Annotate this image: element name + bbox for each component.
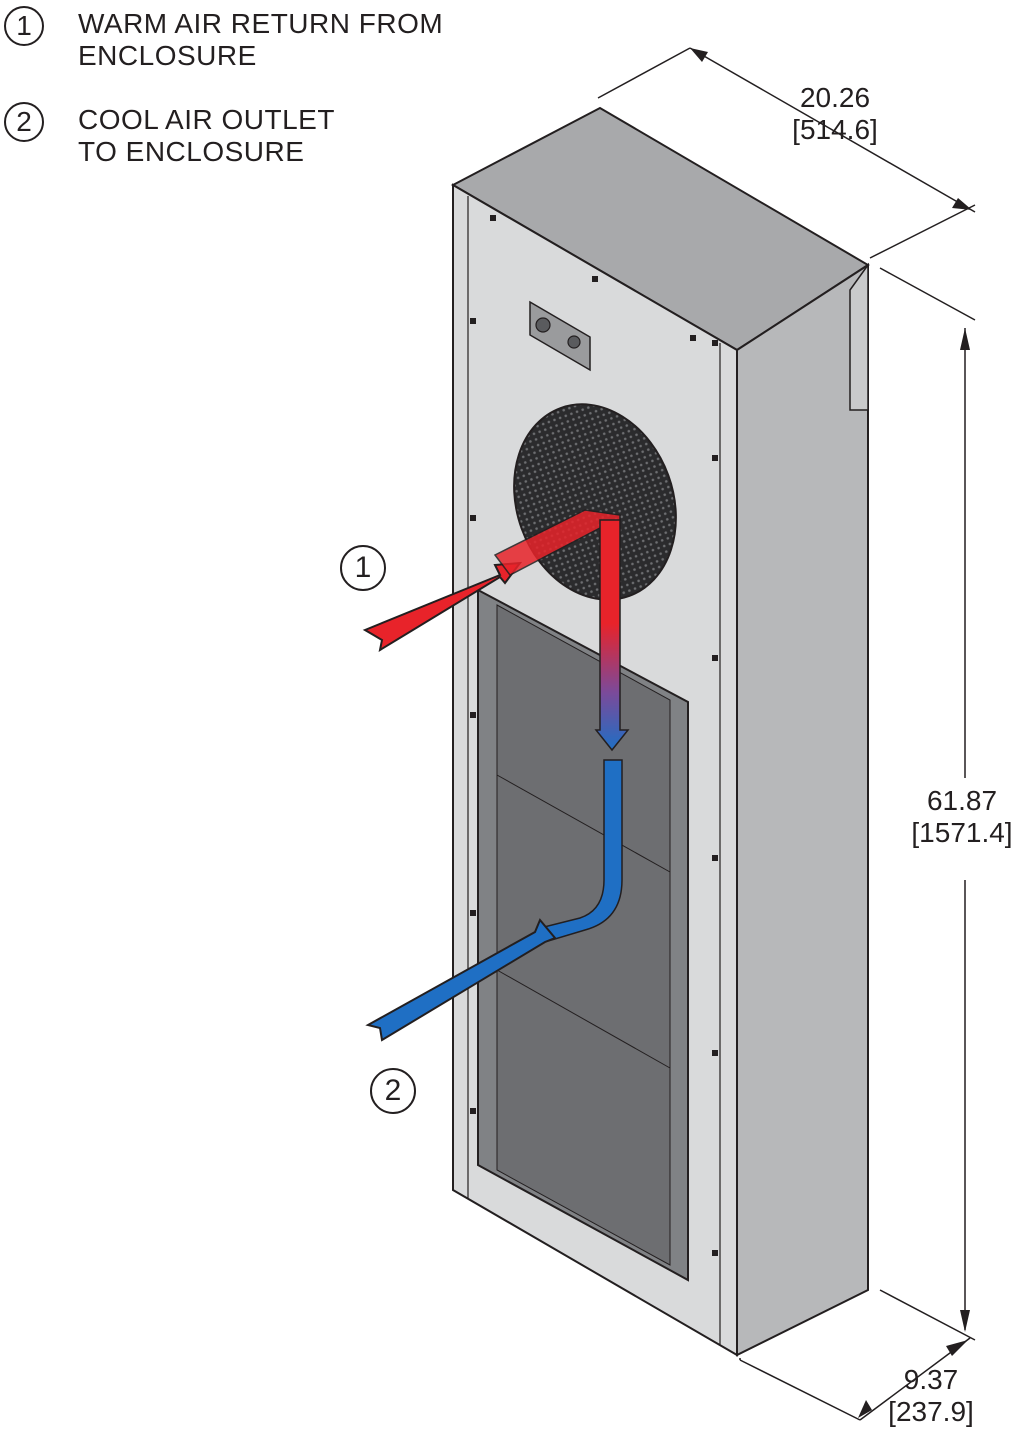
width-mm: [514.6] — [792, 114, 878, 145]
height-dimension: 61.87 [1571.4] — [900, 785, 1024, 849]
control-knob — [535, 317, 551, 333]
dimension-lines — [597, 47, 976, 1421]
depth-mm: [237.9] — [888, 1396, 974, 1427]
depth-inches: 9.37 — [903, 1364, 959, 1395]
width-inches: 20.26 — [799, 82, 871, 113]
width-dimension: 20.26 [514.6] — [780, 82, 890, 146]
mounting-screws — [470, 215, 718, 1256]
legend-text-line1: WARM AIR RETURN FROM — [78, 8, 444, 39]
callout-cool-air: 2 — [370, 1068, 416, 1114]
callout-warm-air: 1 — [340, 545, 386, 591]
airflow-down-arrow — [594, 519, 630, 752]
side-flange — [849, 262, 869, 411]
coil-divider-1 — [496, 774, 671, 873]
legend-number-1: 1 — [4, 6, 44, 46]
cabinet-side-face — [736, 263, 869, 1357]
warm-air-arrow — [362, 561, 523, 653]
legend-number-2: 2 — [4, 102, 44, 142]
height-inches: 61.87 — [926, 785, 998, 816]
legend-text-line2: ENCLOSURE — [78, 40, 257, 71]
legend-text-line2: TO ENCLOSURE — [78, 136, 305, 167]
depth-dimension: 9.37 [237.9] — [876, 1364, 986, 1428]
legend-text-line1: COOL AIR OUTLET — [78, 104, 335, 135]
coil-opening-inner — [496, 604, 671, 1266]
indicator-lamp — [567, 335, 581, 349]
cool-air-arrow — [365, 918, 557, 1042]
height-mm: [1571.4] — [911, 817, 1013, 848]
coil-divider-2 — [496, 969, 671, 1069]
airflow-bend — [539, 759, 623, 943]
